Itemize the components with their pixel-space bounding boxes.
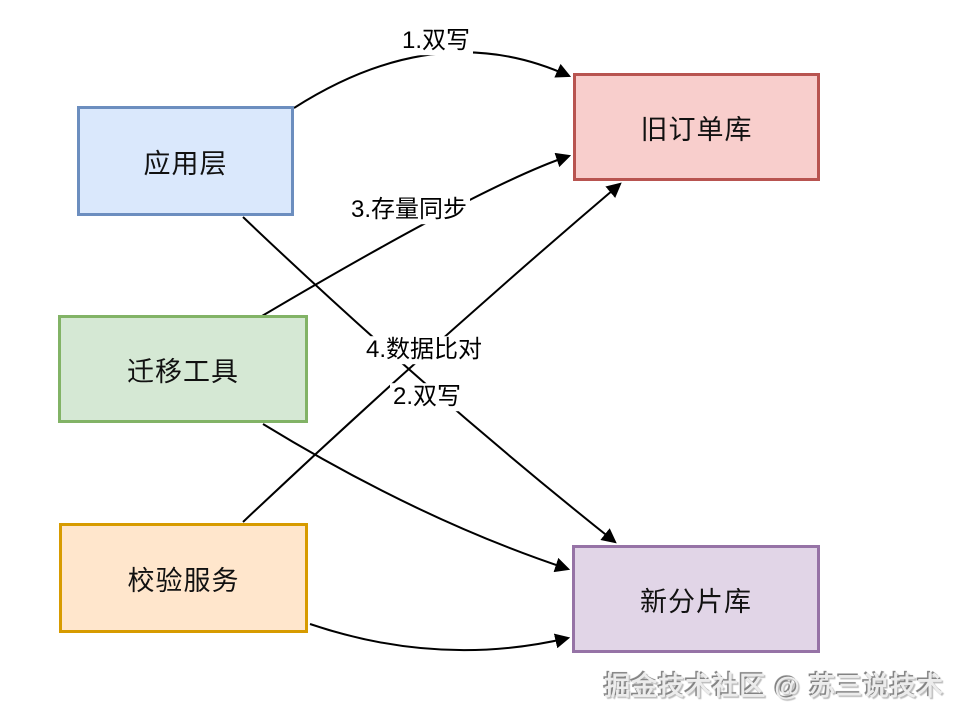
node-label: 迁移工具 xyxy=(127,356,239,387)
edge-migration-tool-to-old-order-db xyxy=(261,152,572,317)
node-label: 旧订单库 xyxy=(640,114,753,145)
edge-label-stock-sync: 3.存量同步 xyxy=(347,196,471,224)
node-label: 应用层 xyxy=(143,148,228,179)
edge-migration-tool-to-new-shard-db xyxy=(262,423,571,573)
edge-label-double-write-2: 2.双写 xyxy=(389,383,465,411)
node-migration-tool: 迁移工具 xyxy=(58,315,308,423)
node-application-layer: 应用层 xyxy=(77,106,294,216)
node-label: 校验服务 xyxy=(127,565,240,596)
edge-app-to-old-order-db xyxy=(293,51,572,109)
watermark: 掘金技术社区 @ 苏三说技术 xyxy=(604,671,944,701)
node-old-order-db: 旧订单库 xyxy=(573,73,820,181)
node-new-shard-db: 新分片库 xyxy=(572,545,820,653)
edge-verification-service-to-new-shard-db xyxy=(309,623,571,652)
node-label: 新分片库 xyxy=(640,586,752,617)
node-verification-service: 校验服务 xyxy=(59,523,308,633)
edge-label-double-write-1: 1.双写 xyxy=(398,27,474,55)
edge-label-data-compare: 4.数据比对 xyxy=(362,336,486,364)
